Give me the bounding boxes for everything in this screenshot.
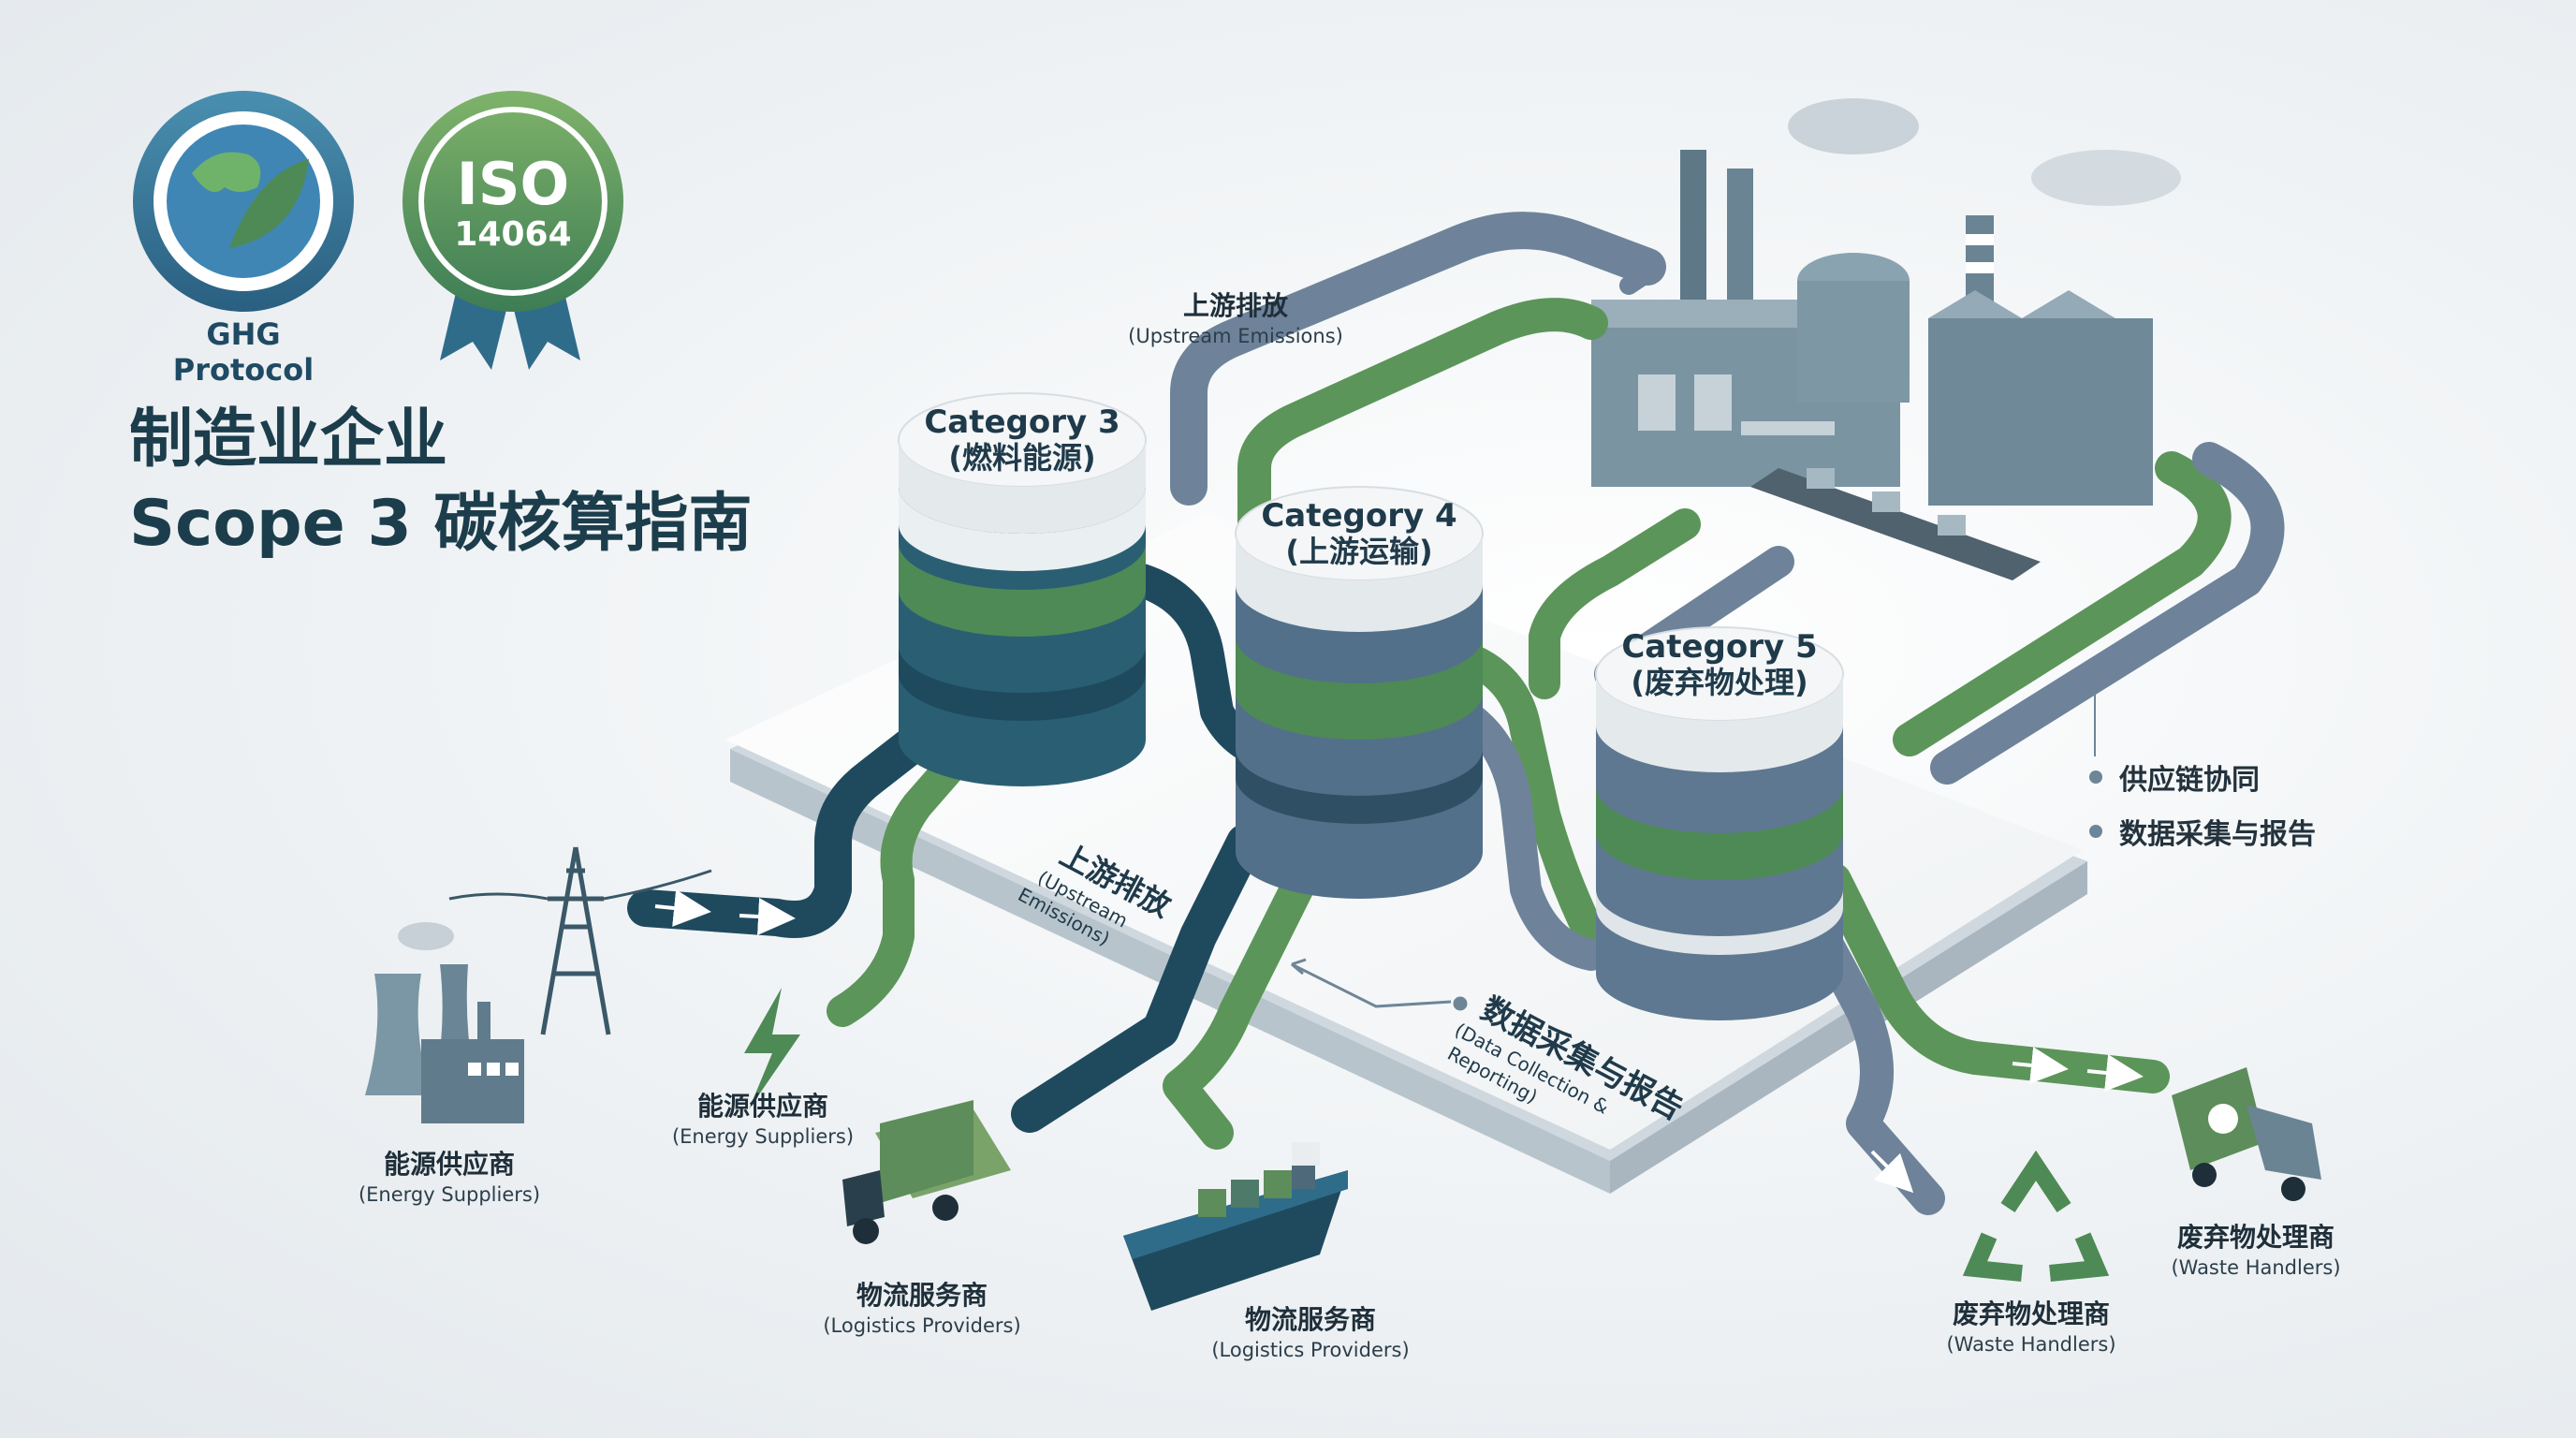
category-3-sub: (燃料能源) xyxy=(948,440,1095,476)
legend-connector-line xyxy=(2094,691,2096,756)
category-4-name: Category 4 xyxy=(1261,497,1456,535)
logistics-providers-zh-1: 物流服务商 xyxy=(856,1280,988,1311)
platform-data-label: 数据采集与报告 (Data Collection & Reporting) xyxy=(1444,990,1690,1128)
waste-handlers-en-1: (Waste Handlers) xyxy=(1946,1333,2116,1356)
logistics-providers-zh-2: 物流服务商 xyxy=(1244,1304,1376,1335)
legend-item-data: 数据采集与报告 xyxy=(2089,811,2316,852)
legend-item-supply-chain: 供应链协同 xyxy=(2089,756,2316,798)
truck-icon xyxy=(842,1100,1011,1244)
cylinder-category-5 xyxy=(1595,626,1844,1020)
garbage-truck-icon xyxy=(2172,1067,2321,1201)
ghg-protocol-badge xyxy=(133,91,354,312)
waste-handlers-zh-2: 废弃物处理商 xyxy=(2176,1222,2334,1253)
energy-suppliers-en-1: (Energy Suppliers) xyxy=(358,1183,541,1206)
factory xyxy=(1591,98,2181,580)
upstream-emissions-label: 上游排放 (Upstream Emissions) xyxy=(1095,286,1376,347)
logistics-providers-label-2: 物流服务商 (Logistics Providers) xyxy=(1189,1299,1432,1361)
iso-badge: ISO 14064 xyxy=(402,91,623,370)
iso-badge-line1: ISO xyxy=(457,150,569,218)
cylinder-category-4 xyxy=(1235,486,1484,899)
legend-item-data-text: 数据采集与报告 xyxy=(2119,818,2316,851)
energy-suppliers-label-1: 能源供应商 (Energy Suppliers) xyxy=(328,1144,571,1206)
legend-item-supply-chain-text: 供应链协同 xyxy=(2119,764,2260,797)
logistics-providers-en-2: (Logistics Providers) xyxy=(1211,1339,1410,1361)
power-plant-icon xyxy=(365,922,524,1123)
page-title: 制造业企业 Scope 3 碳核算指南 xyxy=(129,401,752,569)
waste-handlers-en-2: (Waste Handlers) xyxy=(2171,1256,2341,1279)
energy-suppliers-label-2: 能源供应商 (Energy Suppliers) xyxy=(641,1086,885,1148)
energy-suppliers-zh-1: 能源供应商 xyxy=(383,1149,515,1180)
upstream-emissions-en: (Upstream Emissions) xyxy=(1128,325,1343,347)
iso-badge-line2: 14064 xyxy=(454,215,571,254)
page-title-line1: 制造业企业 xyxy=(129,403,448,477)
category-4-sub: (上游运输) xyxy=(1285,534,1432,569)
data-connector-lines xyxy=(1291,958,1468,1011)
waste-handlers-label-1: 废弃物处理商 (Waste Handlers) xyxy=(1910,1294,2153,1356)
leaf-icon xyxy=(229,159,309,248)
legend: 供应链协同 数据采集与报告 xyxy=(2089,756,2316,865)
cargo-ship-icon xyxy=(1123,1142,1348,1311)
cylinder-category-3 xyxy=(898,392,1147,786)
transmission-tower-icon xyxy=(448,846,712,1035)
category-5-name: Category 5 xyxy=(1621,628,1817,666)
lightning-icon xyxy=(744,988,800,1109)
recycle-icon xyxy=(1962,1150,2110,1282)
energy-suppliers-en-2: (Energy Suppliers) xyxy=(671,1125,855,1148)
waste-handlers-label-2: 废弃物处理商 (Waste Handlers) xyxy=(2134,1217,2378,1279)
logistics-providers-label-1: 物流服务商 (Logistics Providers) xyxy=(800,1275,1044,1337)
ghg-protocol-label: GHG Protocol xyxy=(172,316,315,388)
energy-suppliers-zh-2: 能源供应商 xyxy=(696,1091,828,1122)
page-title-line2: Scope 3 碳核算指南 xyxy=(129,487,753,561)
flow-direction-marks xyxy=(654,889,2144,1194)
bullet-icon xyxy=(2089,825,2102,838)
category-5-sub: (废弃物处理) xyxy=(1631,665,1808,700)
bullet-icon xyxy=(2089,770,2102,784)
logistics-providers-en-1: (Logistics Providers) xyxy=(823,1314,1021,1337)
category-3-name: Category 3 xyxy=(924,404,1120,441)
waste-handlers-zh-1: 废弃物处理商 xyxy=(1952,1299,2110,1329)
upstream-emissions-zh: 上游排放 xyxy=(1182,290,1288,321)
